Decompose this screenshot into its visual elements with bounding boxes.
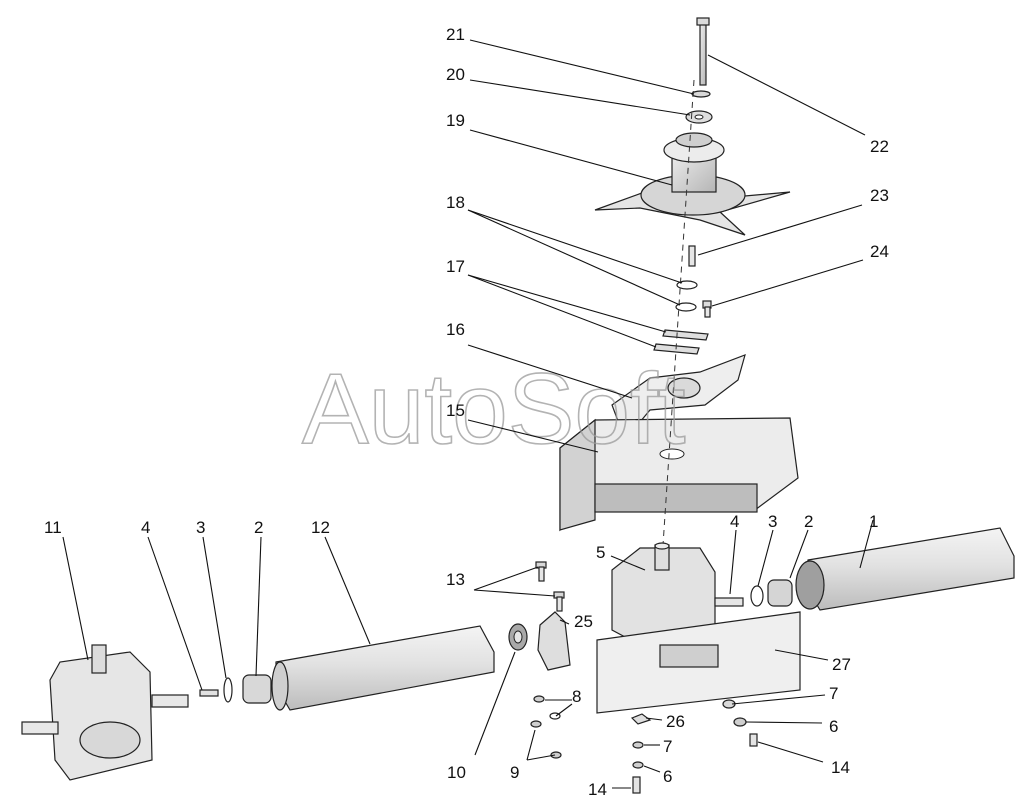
callout-22: 22 <box>870 137 889 156</box>
circlip-3-left <box>223 677 233 703</box>
callout-21: 21 <box>446 25 465 44</box>
gearbox-11 <box>21 644 189 781</box>
callout-23: 23 <box>870 186 889 205</box>
callout-25: 25 <box>574 612 593 631</box>
callout-15: 15 <box>446 401 465 420</box>
callout-7-bottom: 7 <box>663 737 672 756</box>
bearing-housing-25 <box>537 611 571 671</box>
callout-13: 13 <box>446 570 465 589</box>
lock-plates-17 <box>653 329 709 355</box>
bearing-10 <box>508 623 528 651</box>
callout-18: 18 <box>446 193 465 212</box>
callout-5: 5 <box>596 543 605 562</box>
shaft-key-4-left <box>199 689 219 697</box>
spring-washers-18 <box>675 280 698 312</box>
callout-9: 9 <box>510 763 519 782</box>
housing-15 <box>559 417 799 532</box>
bolt-22 <box>696 17 710 86</box>
shaft-key-4-right <box>714 597 744 607</box>
fasteners-right <box>630 699 758 794</box>
callout-16: 16 <box>446 320 465 339</box>
callout-6-bottom: 6 <box>663 767 672 786</box>
callout-7-right: 7 <box>829 684 838 703</box>
callout-4-left: 4 <box>141 518 150 537</box>
bolts-13 <box>535 561 565 612</box>
coupling-2-right <box>767 579 793 607</box>
callout-3-right: 3 <box>768 512 777 531</box>
callout-8: 8 <box>572 687 581 706</box>
circlip-3-right <box>750 585 764 607</box>
lock-pin-21 <box>691 90 711 98</box>
callout-10: 10 <box>447 763 466 782</box>
callout-19: 19 <box>446 111 465 130</box>
callout-6-right: 6 <box>829 717 838 736</box>
leader-lines <box>62 39 874 789</box>
rotor-hub-19 <box>594 132 791 236</box>
callout-3-left: 3 <box>196 518 205 537</box>
callout-2-right: 2 <box>804 512 813 531</box>
callout-20: 20 <box>446 65 465 84</box>
callout-17: 17 <box>446 257 465 276</box>
gearbox-5 <box>611 542 716 646</box>
tube-12 <box>271 625 495 711</box>
callout-1: 1 <box>869 512 878 531</box>
watermark-text: AutoSoft <box>302 353 686 465</box>
callout-2-left: 2 <box>254 518 263 537</box>
callout-14-bottom: 14 <box>588 780 607 799</box>
cover-plate-27 <box>596 611 801 714</box>
coupling-2-left <box>242 674 272 704</box>
pin-23 <box>688 245 696 267</box>
washer-20 <box>685 110 713 124</box>
callout-14-right: 14 <box>831 758 850 777</box>
callout-27: 27 <box>832 655 851 674</box>
callout-12: 12 <box>311 518 330 537</box>
tube-1 <box>795 527 1015 611</box>
callout-4-right: 4 <box>730 512 739 531</box>
callout-24: 24 <box>870 242 889 261</box>
bolt-24 <box>702 300 712 318</box>
callout-11: 11 <box>44 518 62 537</box>
callout-26: 26 <box>666 712 685 731</box>
nuts-washers-8-9 <box>530 695 562 759</box>
